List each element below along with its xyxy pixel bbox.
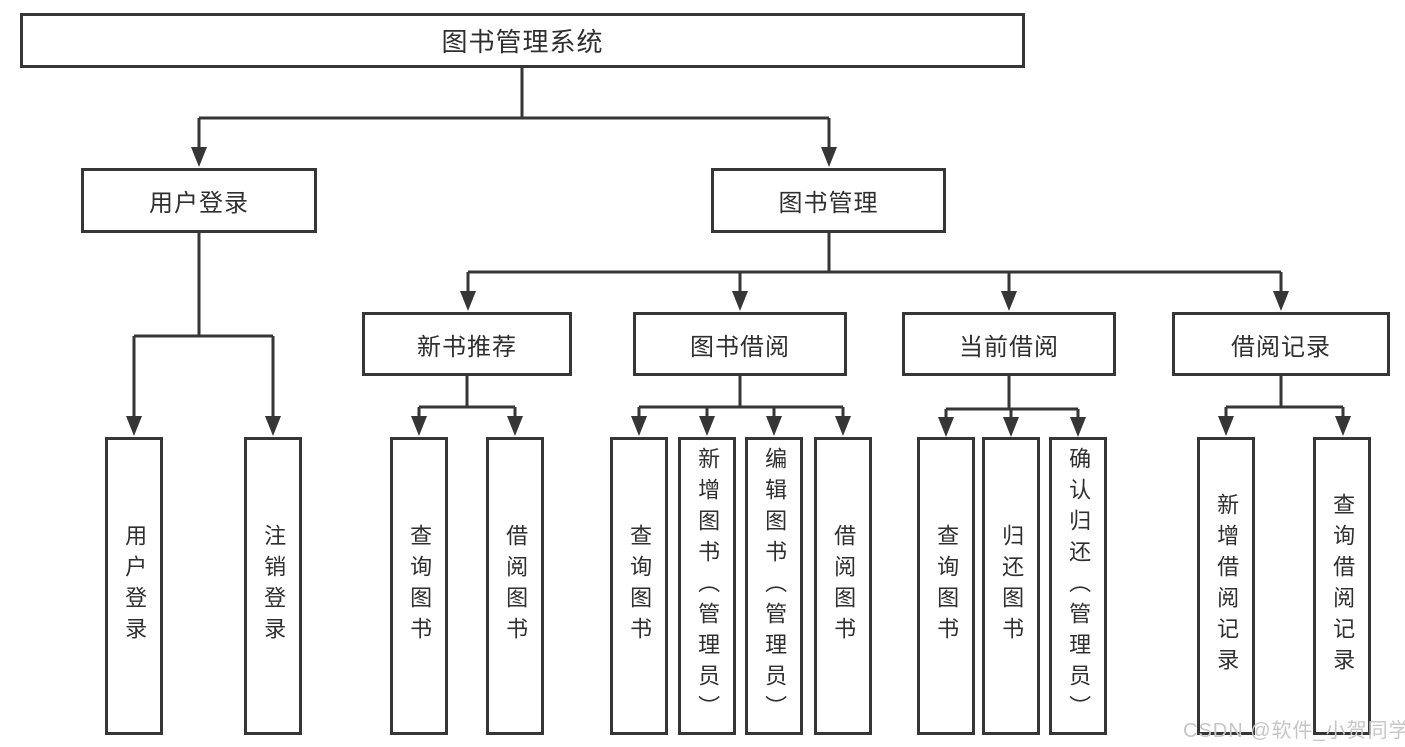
node-borrow-records: 借阅记录 xyxy=(1172,312,1390,376)
arrowhead-icon xyxy=(1070,417,1086,437)
arrowhead-icon xyxy=(1335,416,1351,436)
arrowhead-icon xyxy=(507,416,523,436)
node-user-login: 用户登录 xyxy=(81,168,317,233)
leaf-edit-book-admin: 编辑图书（管理员） xyxy=(745,437,803,735)
node-book-management: 图书管理 xyxy=(711,168,946,233)
arrowhead-icon xyxy=(1273,291,1289,311)
arrowhead-icon xyxy=(265,416,281,436)
arrowhead-icon xyxy=(1001,291,1017,311)
arrowhead-icon xyxy=(126,416,142,436)
node-new-book-recommend: 新书推荐 xyxy=(362,312,572,376)
arrowhead-icon xyxy=(460,291,476,311)
arrowhead-icon xyxy=(938,417,954,437)
arrowhead-icon xyxy=(766,416,782,436)
connector-borrow-records xyxy=(1218,376,1351,436)
leaf-confirm-return-admin: 确认归还（管理员） xyxy=(1049,437,1107,735)
leaf-query-books-current: 查询图书 xyxy=(917,437,975,735)
arrowhead-icon xyxy=(835,416,851,436)
arrowhead-icon xyxy=(1003,417,1019,437)
connector-new-book-recommend xyxy=(411,376,523,436)
connector-root xyxy=(191,68,837,167)
connector-current-borrow xyxy=(938,376,1086,437)
leaf-logout: 注销登录 xyxy=(244,437,302,735)
leaf-query-books-borrow: 查询图书 xyxy=(610,437,668,735)
node-current-borrow: 当前借阅 xyxy=(902,312,1116,376)
leaf-user-login: 用户登录 xyxy=(105,437,163,735)
connector-book-management xyxy=(460,233,1289,311)
node-book-borrow: 图书借阅 xyxy=(633,312,847,376)
leaf-return-book: 归还图书 xyxy=(982,437,1040,735)
arrowhead-icon xyxy=(732,291,748,311)
leaf-query-books-recommend: 查询图书 xyxy=(390,437,448,735)
arrowhead-icon xyxy=(821,147,837,167)
leaf-add-book-admin: 新增图书（管理员） xyxy=(678,437,736,735)
leaf-query-borrow-record: 查询借阅记录 xyxy=(1313,437,1371,735)
leaf-borrow-books-borrow: 借阅图书 xyxy=(814,437,872,735)
arrowhead-icon xyxy=(1218,416,1234,436)
arrowhead-icon xyxy=(191,147,207,167)
arrowhead-icon xyxy=(411,416,427,436)
arrowhead-icon xyxy=(631,416,647,436)
node-library-system: 图书管理系统 xyxy=(20,13,1025,68)
connector-book-borrow xyxy=(631,376,851,436)
leaf-borrow-books-recommend: 借阅图书 xyxy=(486,437,544,735)
arrowhead-icon xyxy=(699,416,715,436)
connector-user-login xyxy=(126,233,281,436)
watermark: CSDN @软件_小贺同学 xyxy=(1183,720,1405,742)
leaf-add-borrow-record: 新增借阅记录 xyxy=(1197,437,1255,735)
